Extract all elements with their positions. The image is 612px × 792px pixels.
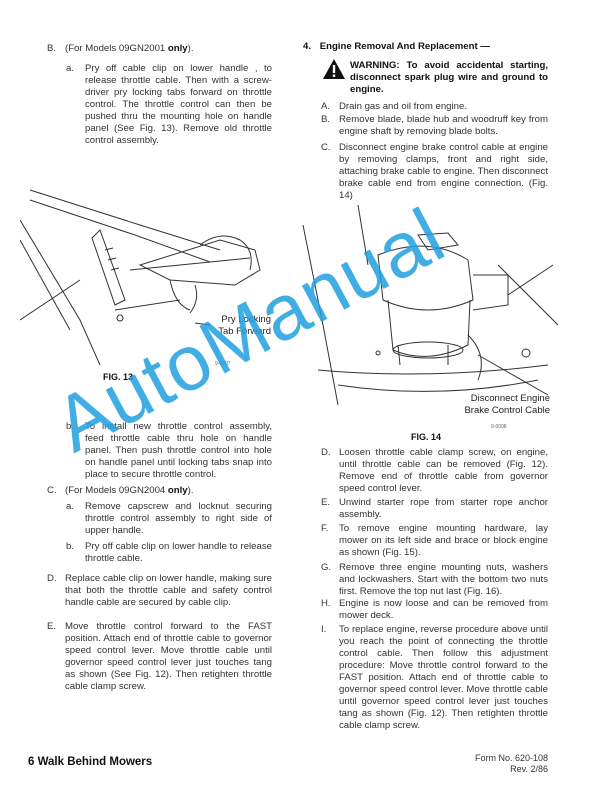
fig-14-caption: FIG. 14 [411, 432, 442, 442]
form-number: Form No. 620-108 [474, 753, 548, 763]
fig-14-number: 9-0008 [491, 424, 507, 430]
step-h: H. Engine is now loose and can be remove… [321, 598, 548, 621]
step-i: I. To replace engine, reverse procedure … [321, 624, 548, 731]
step-c: C. Disconnect engine brake control cable… [321, 142, 548, 201]
warning-triangle-icon [323, 59, 345, 79]
step-b-a: a. Pry off cable clip on lower handle , … [66, 63, 272, 146]
step-c-models-2004: C. (For Models 09GN2004 only). [47, 485, 194, 496]
step-g: G. Remove three engine mounting nuts, wa… [321, 562, 548, 597]
fig-13-number: 9-0007 [215, 361, 231, 367]
step-d: D. Replace cable clip on lower handle, m… [47, 573, 272, 608]
step-d-right: D. Loosen throttle cable clamp screw, on… [321, 447, 548, 494]
fig-13-caption: FIG. 13 [103, 372, 134, 382]
step-a: A. Drain gas and oil from engine. [321, 101, 467, 112]
page-footer-title: 6 Walk Behind Mowers [28, 756, 153, 768]
step-b-models-2001: B. (For Models 09GN2001 only). [47, 43, 194, 54]
fig-13-callout: Pry Locking Tab Forward [218, 314, 271, 337]
fig-14-callout: Disconnect Engine Brake Control Cable [464, 393, 550, 416]
section-heading: 4. Engine Removal And Replacement — [303, 41, 490, 52]
step-b-b: b. To install new throttle control assem… [66, 421, 272, 480]
step-c-a: a. Remove capscrew and locknut securing … [66, 501, 272, 536]
step-f: F. To remove engine mounting hardware, l… [321, 523, 548, 558]
step-c-b: b. Pry off cable clip on lower handle to… [66, 541, 272, 564]
revision: Rev. 2/86 [510, 764, 548, 774]
fig-13-illustration [20, 189, 261, 365]
step-b: B. Remove blade, blade hub and woodruff … [321, 114, 548, 137]
step-e-right: E. Unwind starter rope from starter rope… [321, 497, 548, 520]
fig-14-illustration [302, 205, 559, 406]
warning-text: WARNING: To avoid accidental starting, d… [350, 60, 548, 95]
step-e: E. Move throttle control forward to the … [47, 621, 272, 692]
